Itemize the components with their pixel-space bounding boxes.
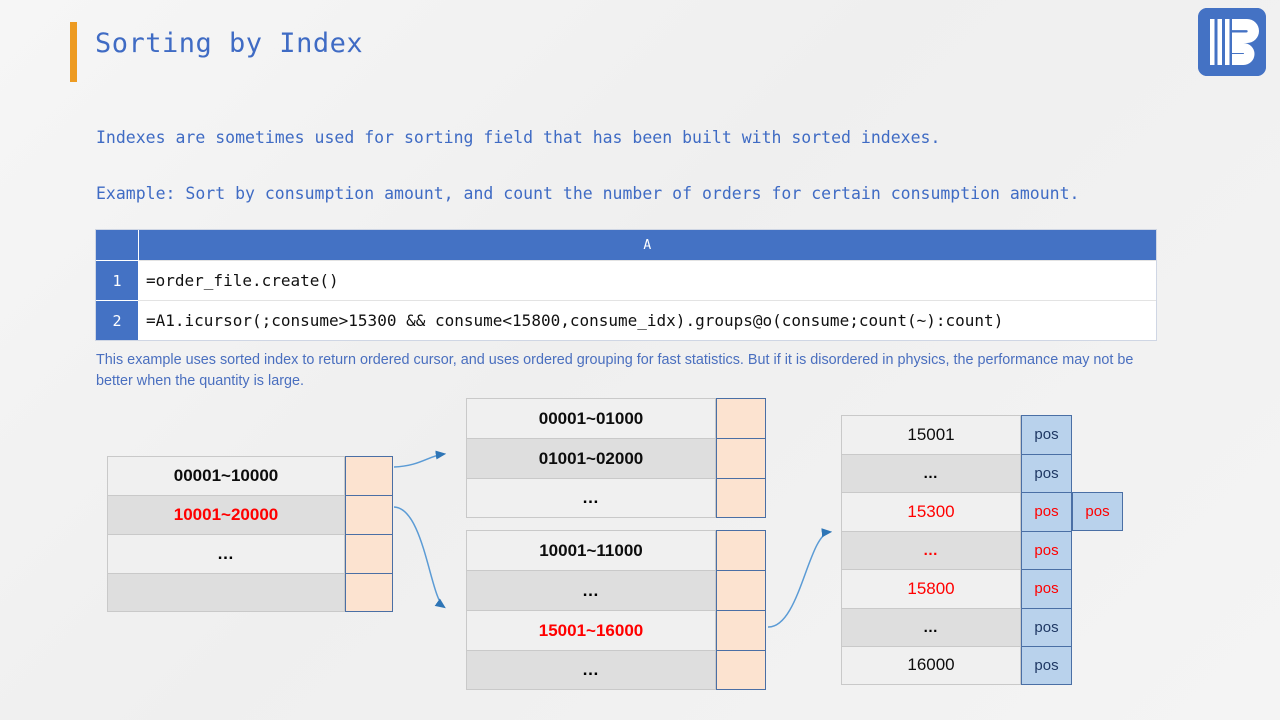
- leaf-value-row: …: [841, 607, 1021, 646]
- leaf-key-column: 15001 … 15300 … 15800 … 16000: [841, 415, 1021, 685]
- pointer-cell: [716, 398, 766, 438]
- code-cell-a1[interactable]: =order_file.create(): [138, 260, 1156, 301]
- index-range-row: …: [107, 534, 345, 573]
- leaf-value-row: …: [841, 530, 1021, 569]
- intro-line-1: Indexes are sometimes used for sorting f…: [96, 128, 941, 147]
- index-structure-diagram: 00001~10000 10001~20000 … 00001~01000 01…: [0, 392, 1280, 702]
- code-table: A 1 =order_file.create() 2 =A1.icursor(;…: [96, 230, 1156, 340]
- pos-cell-overflow[interactable]: pos: [1072, 492, 1123, 531]
- level-2-top-key-column: 00001~01000 01001~02000 …: [466, 398, 716, 518]
- index-range-row: …: [466, 478, 716, 518]
- level-2-bottom-key-column: 10001~11000 … 15001~16000 …: [466, 530, 716, 690]
- level-2-bottom-pointer-column: [716, 530, 766, 690]
- pointer-cell: [716, 650, 766, 690]
- level-1-pointer-column: [345, 456, 393, 612]
- pointer-cell: [716, 530, 766, 570]
- index-range-row[interactable]: 10001~11000: [466, 530, 716, 570]
- table-row[interactable]: 1 =order_file.create(): [96, 260, 1156, 301]
- code-cell-a2[interactable]: =A1.icursor(;consume>15300 && consume<15…: [138, 300, 1156, 340]
- code-table-corner-cell: [96, 230, 139, 261]
- explanatory-note: This example uses sorted index to return…: [96, 352, 1134, 389]
- leaf-value-row[interactable]: 16000: [841, 646, 1021, 685]
- intro-line-2: Example: Sort by consumption amount, and…: [96, 184, 1080, 203]
- table-row[interactable]: 2 =A1.icursor(;consume>15300 && consume<…: [96, 300, 1156, 340]
- code-table-header-row: A: [96, 230, 1156, 261]
- index-range-row[interactable]: 00001~01000: [466, 398, 716, 438]
- leaf-pos-column: pos pos pos pos pos pos pos: [1021, 415, 1072, 685]
- index-range-row[interactable]: 01001~02000: [466, 438, 716, 478]
- pointer-cell: [345, 573, 393, 612]
- pointer-cell: [716, 570, 766, 610]
- leaf-index-block: 15001 … 15300 … 15800 … 16000 pos pos po…: [841, 415, 1072, 685]
- leaf-value-row[interactable]: 15800: [841, 569, 1021, 608]
- pointer-cell: [716, 478, 766, 518]
- pos-cell[interactable]: pos: [1021, 569, 1072, 608]
- index-range-row: …: [466, 650, 716, 690]
- leaf-value-row: …: [841, 453, 1021, 492]
- title-accent-bar: [70, 22, 77, 82]
- pos-cell[interactable]: pos: [1021, 646, 1072, 685]
- index-range-row[interactable]: 10001~20000: [107, 495, 345, 534]
- page-title: Sorting by Index: [95, 28, 364, 59]
- level-2-index-block-bottom: 10001~11000 … 15001~16000 …: [466, 530, 766, 690]
- pointer-cell: [345, 456, 393, 495]
- raqsoft-r-logo: [1198, 8, 1266, 76]
- pos-cell[interactable]: pos: [1021, 415, 1072, 454]
- pointer-cell: [716, 438, 766, 478]
- level-2-top-pointer-column: [716, 398, 766, 518]
- code-row-number: 1: [96, 260, 138, 301]
- code-row-number: 2: [96, 300, 138, 340]
- pos-cell[interactable]: pos: [1021, 607, 1072, 646]
- arrow-connectors: [393, 450, 833, 628]
- pos-cell[interactable]: pos: [1021, 530, 1072, 569]
- pos-cell[interactable]: pos: [1021, 453, 1072, 492]
- arrow-left-to-mid-bottom: [393, 506, 446, 609]
- index-range-row[interactable]: 15001~16000: [466, 610, 716, 650]
- leaf-value-row[interactable]: 15001: [841, 415, 1021, 454]
- index-range-row[interactable]: 00001~10000: [107, 456, 345, 495]
- index-range-row: …: [466, 570, 716, 610]
- leaf-value-row[interactable]: 15300: [841, 492, 1021, 531]
- pointer-cell: [345, 495, 393, 534]
- pointer-cell: [716, 610, 766, 650]
- code-table-column-a: A: [138, 230, 1156, 261]
- arrow-left-to-mid-top: [393, 450, 447, 468]
- arrow-mid-bottom-to-right: [767, 528, 833, 628]
- level-1-index-block: 00001~10000 10001~20000 …: [107, 456, 393, 612]
- logo-glyph: [1198, 8, 1266, 76]
- pointer-cell: [345, 534, 393, 573]
- pos-cell[interactable]: pos: [1021, 492, 1072, 531]
- index-range-row: [107, 573, 345, 612]
- level-2-index-block-top: 00001~01000 01001~02000 …: [466, 398, 766, 518]
- level-1-key-column: 00001~10000 10001~20000 …: [107, 456, 345, 612]
